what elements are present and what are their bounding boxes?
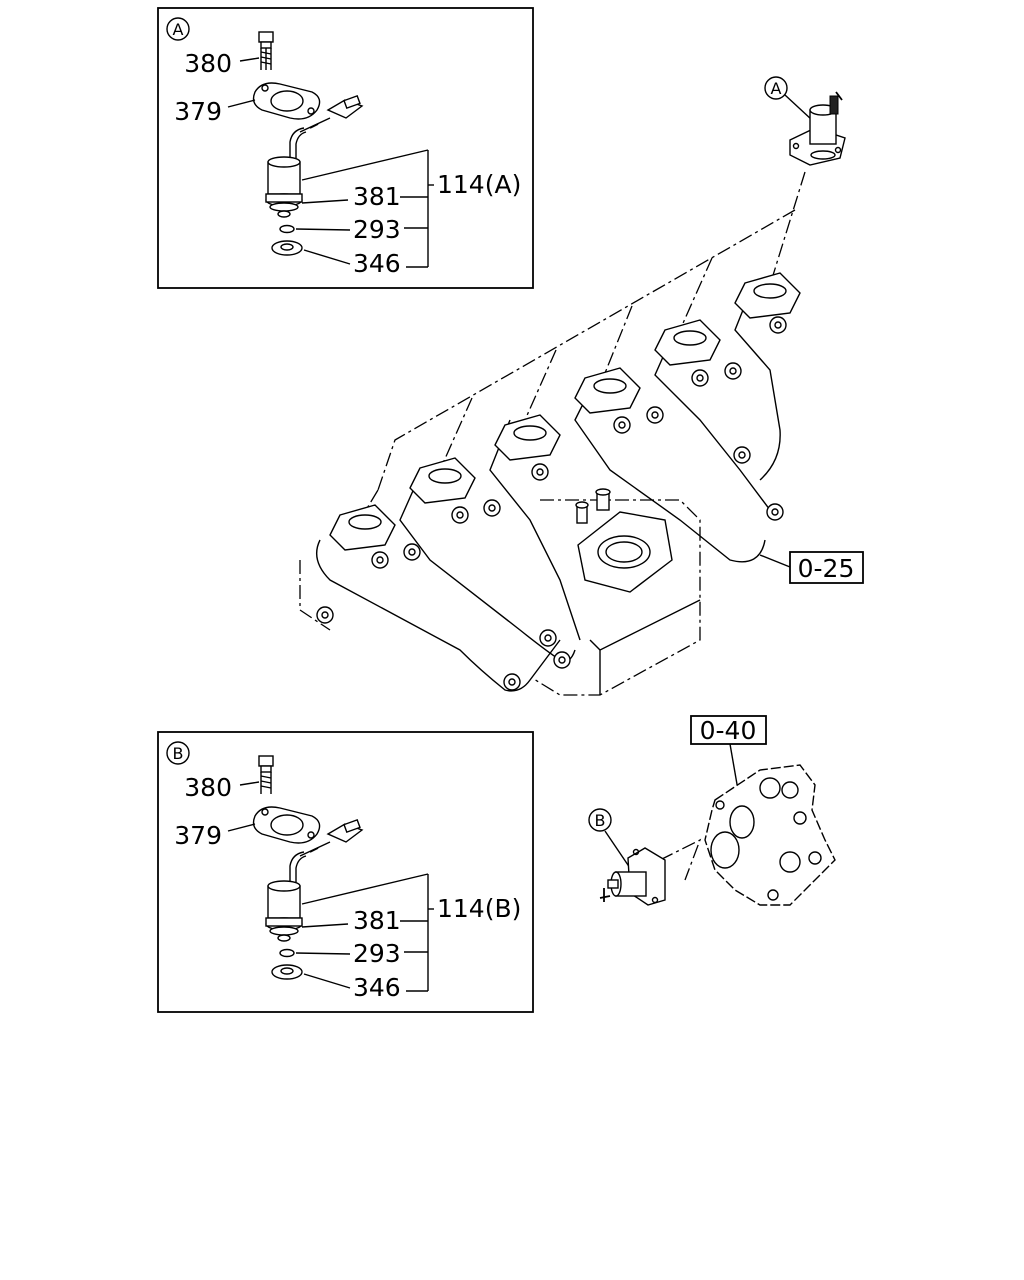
detail-a-marker: A — [173, 20, 184, 39]
detail-a-marker-circle — [166, 17, 190, 41]
callout-b: B — [595, 811, 606, 830]
manifold-solenoid-a: A — [764, 76, 846, 166]
connector-plug-icon — [299, 818, 364, 857]
port-flange-icon — [494, 414, 561, 461]
solenoid-valve-icon — [265, 127, 307, 218]
ref-box-pump — [690, 715, 767, 745]
port-flange-icon — [734, 272, 801, 319]
label-assembly-a: 114(A) — [437, 170, 521, 199]
connector-plug-icon — [299, 94, 364, 133]
label-381: 381 — [353, 906, 401, 935]
intake-manifold-drawing: 0-25 — [299, 171, 864, 696]
throttle-flange-icon — [575, 488, 673, 593]
washer-icon — [271, 964, 303, 980]
label-380: 380 — [184, 49, 232, 78]
port-flange-icon — [654, 319, 721, 366]
ref-pump-label: 0-40 — [700, 716, 757, 745]
label-380: 380 — [184, 773, 232, 802]
o-ring-icon — [279, 224, 295, 234]
port-flange-icon — [329, 504, 396, 551]
label-381: 381 — [353, 182, 401, 211]
label-346: 346 — [353, 249, 401, 278]
label-293: 293 — [353, 215, 401, 244]
port-flange-icon — [574, 367, 641, 414]
label-346: 346 — [353, 973, 401, 1002]
ref-manifold-label: 0-25 — [798, 554, 855, 583]
flange-gasket-icon — [252, 806, 321, 844]
label-379: 379 — [174, 97, 222, 126]
solenoid-valve-icon — [265, 851, 307, 942]
callout-a: A — [771, 79, 782, 98]
flange-gasket-icon — [252, 82, 321, 120]
bolt-boss-icon — [316, 316, 787, 691]
bolt-icon — [258, 31, 274, 70]
detail-a-panel: A 380 379 — [157, 7, 534, 289]
detail-b-panel: B 380 379 — [157, 731, 534, 1013]
pump-housing-drawing: 0-40 B — [588, 715, 836, 906]
label-293: 293 — [353, 939, 401, 968]
bolt-icon — [258, 755, 274, 794]
label-379: 379 — [174, 821, 222, 850]
o-ring-icon — [279, 948, 295, 958]
detail-b-marker: B — [173, 744, 184, 763]
detail-b-marker-circle — [166, 741, 190, 765]
port-flange-icon — [409, 457, 476, 504]
ref-box-manifold — [789, 551, 864, 584]
washer-icon — [271, 240, 303, 256]
label-assembly-b: 114(B) — [437, 894, 521, 923]
